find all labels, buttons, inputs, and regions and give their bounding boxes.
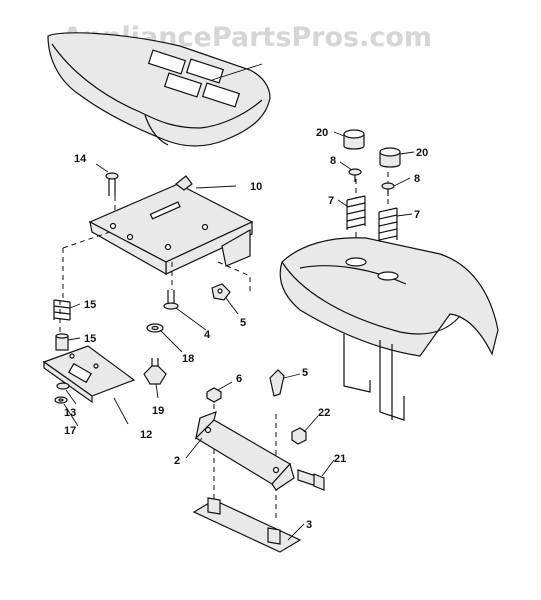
shoulder-bolt-part — [163, 290, 179, 310]
callout-17: 17 — [64, 425, 76, 437]
seat-part — [47, 32, 271, 147]
callout-5-upper: 5 — [240, 317, 246, 329]
left-spring-part — [346, 195, 366, 230]
callout-14: 14 — [74, 153, 87, 165]
callout-7-left: 7 — [328, 195, 334, 207]
callout-8-right: 8 — [414, 173, 420, 185]
left-retainer-part — [348, 168, 362, 182]
callout-15-spacer: 15 — [84, 333, 96, 345]
callout-21: 21 — [334, 453, 346, 465]
nut-part — [56, 382, 70, 390]
hex-nut-part — [206, 387, 222, 403]
callout-10: 10 — [250, 181, 262, 193]
carriage-bolt-part — [105, 172, 119, 196]
callout-13: 13 — [64, 407, 76, 419]
callout-18: 18 — [182, 353, 194, 365]
callout-20-right: 20 — [416, 147, 428, 159]
mounting-plate-part — [192, 497, 302, 553]
seat-spring-part — [53, 299, 71, 321]
fender-body-part — [279, 237, 499, 421]
callout-15-spring: 15 — [84, 299, 96, 311]
left-bushing-part — [343, 129, 365, 150]
callout-3: 3 — [306, 519, 312, 531]
callout-8-left: 8 — [330, 155, 336, 167]
adjustment-knob-part — [143, 358, 167, 385]
callout-22: 22 — [318, 407, 330, 419]
spring-clip-part — [269, 369, 285, 397]
pivot-bracket-part — [42, 345, 136, 404]
hex-bolt-part — [297, 469, 325, 491]
callout-6: 6 — [236, 373, 242, 385]
seat-mount-plate-part — [195, 411, 295, 491]
spacer-part — [55, 333, 69, 351]
callout-19: 19 — [152, 405, 164, 417]
callout-12: 12 — [140, 429, 152, 441]
right-bushing-part — [379, 147, 401, 168]
seat-clip-part — [211, 283, 231, 301]
callout-2: 2 — [174, 455, 180, 467]
callout-5-lower: 5 — [302, 367, 308, 379]
callout-4: 4 — [204, 329, 211, 341]
right-spring-part — [378, 207, 398, 244]
washer-part — [54, 396, 68, 404]
right-retainer-part — [381, 182, 395, 196]
seat-pan-part — [88, 175, 254, 276]
lock-nut-part — [291, 427, 307, 445]
callout-20-left: 20 — [316, 127, 328, 139]
callout-7-right: 7 — [414, 209, 420, 221]
flat-washer-part — [146, 323, 164, 333]
